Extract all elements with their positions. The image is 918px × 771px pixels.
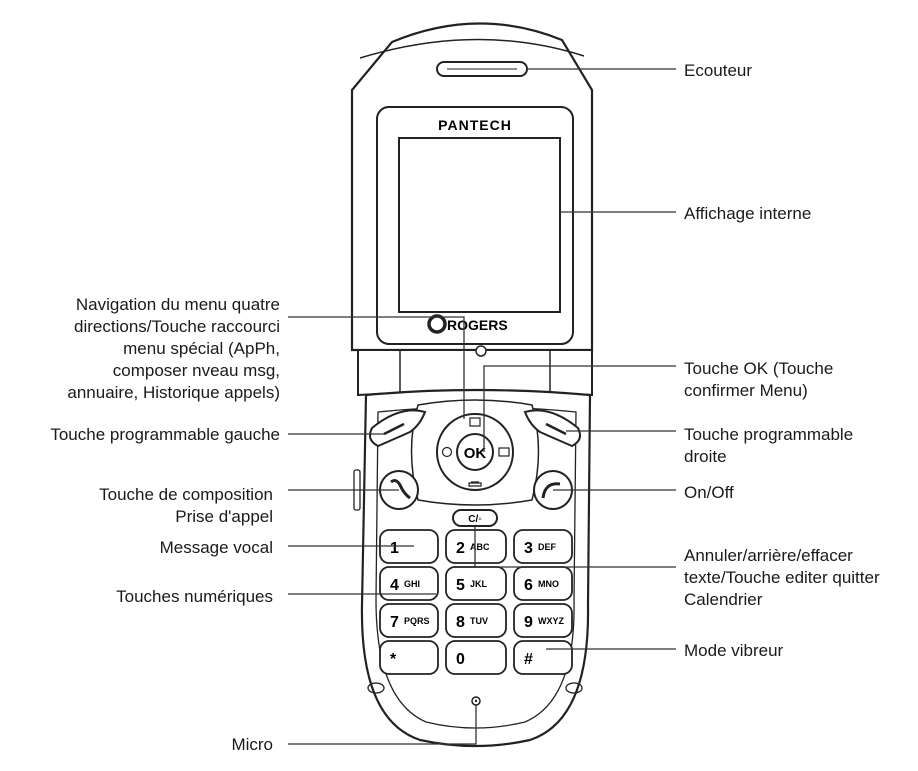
clear-key-label: C/◦	[468, 514, 482, 525]
label-left-soft-key-line-1: Touche programmable gauche	[50, 425, 280, 444]
label-ok-key-line-2: confirmer Menu)	[684, 381, 808, 400]
key-9[interactable]: 9 WXYZ	[513, 603, 573, 638]
leader-ok	[483, 365, 676, 452]
label-clear-key: Annuler/arrière/effacer texte/Touche edi…	[684, 545, 880, 611]
key-letters: DEF	[538, 542, 557, 552]
nav-up-icon	[469, 417, 481, 427]
nav-right-icon	[498, 447, 510, 457]
label-onoff-line-1: On/Off	[684, 483, 734, 502]
key-digit: 2	[456, 540, 465, 557]
label-ok-key-line-1: Touche OK (Touche	[684, 359, 834, 378]
label-earpiece: Ecouteur	[684, 60, 752, 82]
key-letters: GHI	[404, 579, 420, 589]
key-digit: 6	[524, 577, 533, 594]
key-2[interactable]: 2 ABC	[445, 529, 507, 564]
label-earpiece-line-1: Ecouteur	[684, 61, 753, 80]
label-numeric-keys-line-1: Touches numériques	[116, 587, 273, 606]
label-display: Affichage interne	[684, 203, 811, 225]
key-digit: 5	[456, 577, 465, 594]
key-letters: WXYZ	[538, 616, 565, 626]
key-4[interactable]: 4 GHI	[379, 566, 439, 601]
key-digit: 7	[390, 614, 399, 631]
leader-clear	[474, 526, 676, 568]
label-left-soft-key: Touche programmable gauche	[50, 424, 280, 446]
label-right-soft-key-line-2: droite	[684, 447, 727, 466]
nav-left-icon	[441, 446, 453, 458]
key-0[interactable]: 0	[445, 640, 507, 675]
key-digit: 3	[524, 540, 533, 557]
label-ok-key: Touche OK (Touche confirmer Menu)	[684, 358, 833, 402]
key-digit: #	[524, 651, 533, 668]
key-star[interactable]: *	[379, 640, 439, 675]
label-clear-key-line-1: Annuler/arrière/effacer	[684, 546, 853, 565]
key-letters: TUV	[470, 616, 488, 626]
flip-rim	[359, 38, 585, 59]
label-navigation-line-5: annuaire, Historique appels)	[67, 383, 280, 402]
key-8[interactable]: 8 TUV	[445, 603, 507, 638]
key-6[interactable]: 6 MNO	[513, 566, 573, 601]
key-letters: JKL	[470, 579, 488, 589]
nav-down-icon	[468, 481, 482, 487]
label-numeric-keys: Touches numériques	[116, 586, 273, 608]
key-5[interactable]: 5 JKL	[445, 566, 507, 601]
key-letters: PQRS	[404, 616, 430, 626]
key-digit: 1	[390, 540, 399, 557]
label-vibrate: Mode vibreur	[684, 640, 783, 662]
numeric-keypad: 1 2 ABC 3 DEF 4 GHI 5 JKL 6 MNO 7 PQRS 8 TUV 9 WXYZ * 0 #	[379, 529, 573, 675]
carrier-logo: ROGERS	[447, 317, 508, 333]
label-navigation-line-4: composer nveau msg,	[112, 361, 280, 380]
bottom-right-foot	[565, 682, 583, 694]
label-right-soft-key: Touche programmable droite	[684, 424, 853, 468]
hinge	[357, 349, 593, 397]
power-icon	[541, 482, 561, 499]
label-navigation: Navigation du menu quatre directions/Tou…	[67, 294, 280, 404]
bottom-left-foot	[367, 682, 385, 694]
key-letters: ABC	[470, 542, 490, 552]
label-send-key-line-2: Prise d'appel	[175, 507, 273, 526]
brand-logo: PANTECH	[438, 117, 512, 133]
label-vibrate-line-1: Mode vibreur	[684, 641, 784, 660]
send-icon	[390, 479, 411, 500]
key-7[interactable]: 7 PQRS	[379, 603, 439, 638]
key-hash[interactable]: #	[513, 640, 573, 675]
label-navigation-line-3: menu spécial (ApPh,	[123, 339, 280, 358]
label-micro-line-1: Micro	[231, 735, 273, 754]
label-onoff: On/Off	[684, 482, 734, 504]
label-clear-key-line-2: texte/Touche editer quitter	[684, 568, 880, 587]
leader-navigation	[288, 316, 465, 419]
carrier-logo-icon	[427, 314, 447, 334]
label-micro: Micro	[231, 734, 273, 756]
key-digit: 9	[524, 614, 533, 631]
label-navigation-line-2: directions/Touche raccourci	[74, 317, 280, 336]
label-clear-key-line-3: Calendrier	[684, 590, 763, 609]
label-navigation-line-1: Navigation du menu quatre	[75, 295, 280, 314]
key-digit: *	[390, 651, 397, 668]
internal-display	[398, 137, 561, 313]
key-digit: 0	[456, 651, 465, 668]
label-send-key-line-1: Touche de composition	[99, 485, 273, 504]
label-send-key: Touche de composition Prise d'appel	[99, 484, 273, 528]
label-voicemail: Message vocal	[160, 537, 273, 559]
hinge-light-icon	[475, 345, 487, 357]
label-right-soft-key-line-1: Touche programmable	[684, 425, 854, 444]
ok-button-label: OK	[464, 445, 487, 462]
leader-micro	[288, 705, 477, 745]
key-letters: MNO	[538, 579, 559, 589]
key-digit: 4	[390, 577, 399, 594]
label-voicemail-line-1: Message vocal	[159, 538, 273, 557]
key-digit: 8	[456, 614, 465, 631]
label-display-line-1: Affichage interne	[684, 204, 812, 223]
key-3[interactable]: 3 DEF	[513, 529, 573, 564]
